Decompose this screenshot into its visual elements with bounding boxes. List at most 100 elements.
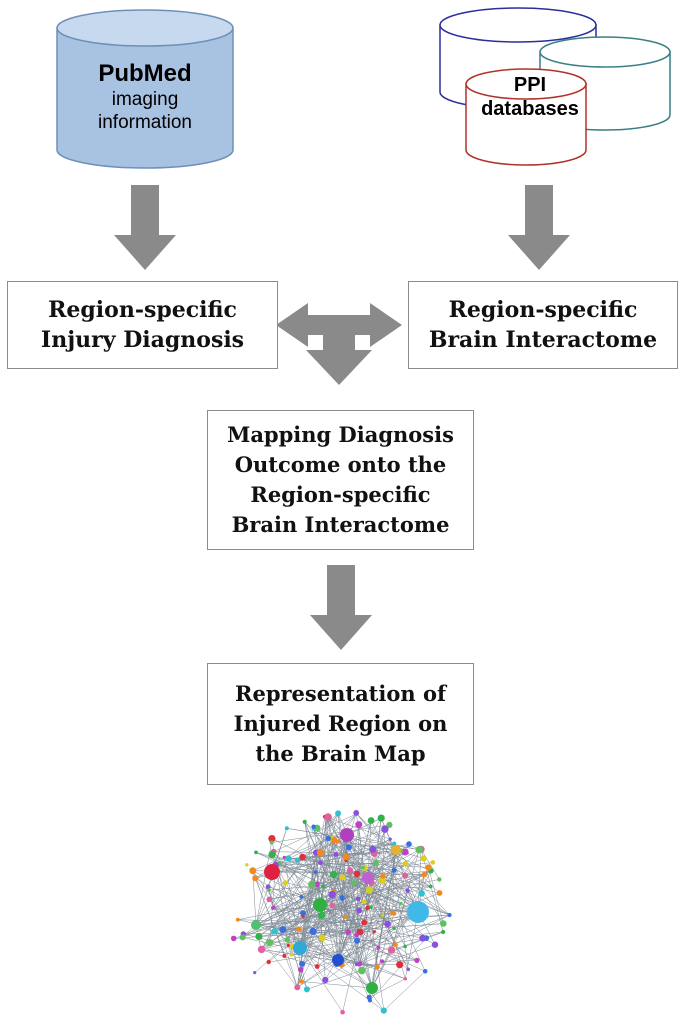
network-node xyxy=(355,821,363,829)
network-hub-node xyxy=(293,941,307,955)
network-node xyxy=(419,934,427,942)
network-node xyxy=(282,953,287,959)
network-node xyxy=(361,865,365,870)
network-node xyxy=(436,890,443,896)
network-node xyxy=(399,901,403,906)
network-hub-node xyxy=(362,872,374,884)
network-hub-node xyxy=(407,901,429,923)
network-node xyxy=(255,932,263,941)
network-node xyxy=(266,959,271,965)
network-node xyxy=(253,971,257,975)
network-node xyxy=(342,853,350,861)
network-node xyxy=(378,877,386,885)
network-node xyxy=(266,939,274,947)
network-node xyxy=(331,836,338,844)
network-node xyxy=(282,855,286,859)
network-node xyxy=(418,890,425,897)
network-node xyxy=(316,849,325,857)
network-node xyxy=(314,964,320,969)
network-node xyxy=(270,905,276,910)
network-node xyxy=(321,884,325,889)
network-node xyxy=(402,860,409,867)
network-node xyxy=(245,863,249,867)
network-node xyxy=(357,961,363,967)
network-node xyxy=(391,867,397,873)
network-node xyxy=(235,917,240,922)
network-node xyxy=(252,875,259,882)
network-node xyxy=(294,984,301,991)
network-node xyxy=(437,877,442,882)
network-node xyxy=(374,964,380,970)
network-node xyxy=(392,926,396,931)
network-node xyxy=(356,907,363,914)
network-node xyxy=(343,914,349,920)
brain-network-graph xyxy=(230,810,452,1015)
network-node xyxy=(318,860,323,865)
network-node xyxy=(353,870,361,878)
network-node xyxy=(299,853,306,861)
network-node xyxy=(302,819,307,825)
network-node xyxy=(392,841,397,846)
network-node xyxy=(267,888,271,892)
network-node xyxy=(289,952,294,957)
representation-label: Representation of Injured Region on the … xyxy=(233,681,448,766)
network-node xyxy=(285,855,292,862)
network-node xyxy=(386,821,393,829)
pubmed-label: PubMed imaging information xyxy=(62,60,228,134)
network-node xyxy=(318,934,326,942)
network-node xyxy=(353,810,360,816)
network-node xyxy=(339,874,346,881)
network-node xyxy=(303,986,310,993)
network-node xyxy=(377,814,385,822)
network-node xyxy=(346,867,354,874)
network-node xyxy=(441,929,446,935)
network-node xyxy=(354,937,360,944)
network-node xyxy=(324,814,329,818)
network-node xyxy=(440,920,447,927)
network-node xyxy=(299,979,304,984)
network-node xyxy=(322,976,329,984)
network-node xyxy=(239,934,246,941)
double-arrow-connector xyxy=(276,303,402,385)
pubmed-subtitle: imaging information xyxy=(98,89,192,133)
network-node xyxy=(376,945,381,950)
network-node xyxy=(339,895,345,901)
network-node xyxy=(388,837,392,841)
network-node xyxy=(431,941,439,948)
network-node xyxy=(384,920,391,928)
network-node xyxy=(266,896,273,903)
network-node xyxy=(284,937,291,943)
network-node xyxy=(361,919,368,926)
network-node xyxy=(406,841,412,847)
network-node xyxy=(333,852,339,857)
network-node xyxy=(345,844,352,851)
brain-interactome-box: Region-specific Brain Interactome xyxy=(408,281,678,369)
network-node xyxy=(358,966,366,975)
network-node xyxy=(365,905,370,911)
network-node xyxy=(309,927,317,936)
network-node xyxy=(380,873,386,879)
network-node xyxy=(447,912,452,918)
network-node xyxy=(254,850,258,855)
network-node xyxy=(422,969,428,974)
network-node xyxy=(296,926,302,932)
network-node xyxy=(265,884,271,890)
pubmed-database-icon xyxy=(56,9,234,169)
network-node xyxy=(392,942,398,948)
network-node xyxy=(430,860,436,865)
network-node xyxy=(403,977,407,981)
network-node xyxy=(425,864,432,871)
injury-diagnosis-box: Region-specific Injury Diagnosis xyxy=(7,281,278,369)
network-node xyxy=(271,928,278,935)
network-hub-node xyxy=(332,954,344,966)
network-node xyxy=(268,851,276,859)
network-node xyxy=(313,870,318,875)
network-hub-node xyxy=(391,845,401,855)
network-node xyxy=(295,857,301,863)
network-node xyxy=(428,884,433,889)
network-node xyxy=(325,835,332,842)
ppi-database-icon-red xyxy=(465,68,587,166)
network-node xyxy=(401,848,409,856)
network-node xyxy=(299,894,304,899)
